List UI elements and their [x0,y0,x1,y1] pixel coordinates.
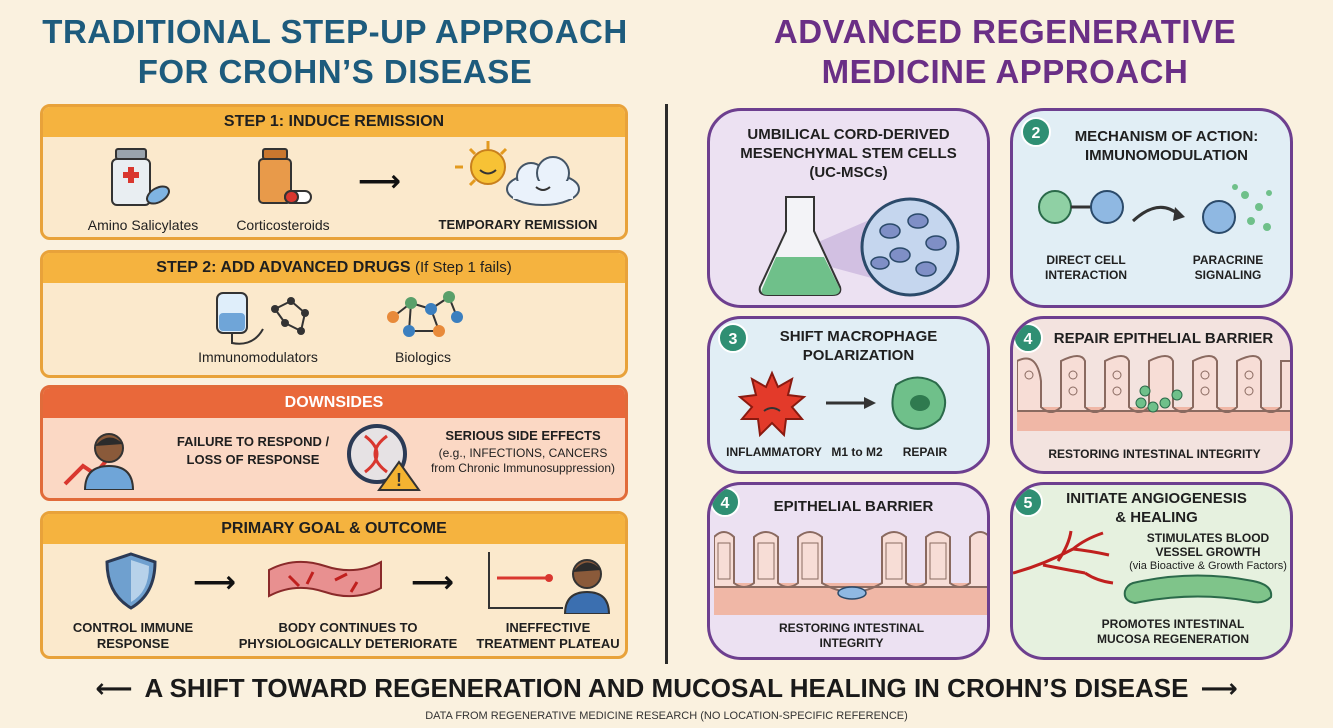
card-6-note-line: (via Bioactive & Growth Factors) [1129,560,1287,572]
card-1-title-line: MESENCHYMAL STEM CELLS [740,145,957,162]
downside-1-line2: LOSS OF RESPONSE [186,452,320,467]
footnote: DATA FROM REGENERATIVE MEDICINE RESEARCH… [425,710,908,722]
step1-item-1: Amino Salicylates [87,217,199,233]
center-divider [665,104,668,664]
sun-cloud-icon [455,141,580,206]
goal-item-3-line2: TREATMENT PLATEAU [476,636,620,651]
medicine-bottle-icon [258,148,312,204]
svg-text:!: ! [396,470,402,490]
goal-item-1-line1: CONTROL IMMUNE [72,620,194,635]
left-title-line: FOR CROHN’S DISEASE [137,53,533,90]
downsides-header: DOWNSIDES [43,388,625,418]
left-title: TRADITIONAL STEP-UP APPROACH FOR CROHN’S… [20,12,650,92]
card-6-caption-line: PROMOTES INTESTINAL [1101,617,1245,631]
card-3-title-line: POLARIZATION [802,347,915,364]
card-2-label-1: DIRECT CELL INTERACTION [1031,253,1141,283]
epithelial-villi-icon [1017,355,1290,431]
card-uc-mscs: UMBILICAL CORD-DERIVED MESENCHYMAL STEM … [707,108,990,308]
step-badge: 2 [1021,117,1051,147]
frustrated-person-icon [63,433,135,490]
goal-panel: PRIMARY GOAL & OUTCOME CONTROL IMMUNE RE… [40,511,628,659]
left-arrow-icon: ⟵ [95,673,133,703]
card-repair-barrier: 4 REPAIR EPITHELIAL BARRIER RESTORING IN… [1010,316,1293,474]
card-2-label-2-line: PARACRINE [1192,253,1264,267]
step1-arrow: ⟶ [358,165,402,198]
card-6-title-line: INITIATE ANGIOGENESIS [1066,490,1247,507]
card-6-caption-line: MUCOSA REGENERATION [1096,632,1249,646]
left-title-line: TRADITIONAL STEP-UP APPROACH [42,13,628,50]
damaged-intestine-icon [268,560,382,598]
downside-1-line1: FAILURE TO RESPOND / [176,434,330,449]
goal-item-2-line1: BODY CONTINUES TO [278,620,418,635]
step2-header: STEP 2: ADD ADVANCED DRUGS (If Step 1 fa… [43,253,625,283]
right-title-line: ADVANCED REGENERATIVE [773,13,1237,50]
dna-warning-icon: ! [347,424,421,491]
card-2-title-line: MECHANISM OF ACTION: [1074,128,1259,145]
step2-item-1: Immunomodulators [198,349,318,365]
blood-vessel-icon [1013,530,1273,605]
card-epithelial-barrier: 4 EPITHELIAL BARRIER RESTORING INTESTINA… [707,482,990,660]
card-1-title-line: UMBILICAL CORD-DERIVED [747,126,950,143]
step-badge: 4 [1013,323,1043,353]
step-badge: 3 [718,323,748,353]
epithelial-barrier-icon [714,531,987,615]
bottom-banner: ⟵ A SHIFT TOWARD REGENERATION AND MUCOSAL… [0,670,1333,706]
card-angiogenesis: 5 INITIATE ANGIOGENESIS & HEALING STIMUL… [1010,482,1293,660]
card-2-label-1-line: INTERACTION [1045,268,1127,282]
card-3-label-inflammatory: INFLAMMATORY [726,445,822,459]
card-2-label-1-line: DIRECT CELL [1046,253,1126,267]
right-arrow-icon: ⟶ [1200,673,1238,703]
step-badge: 5 [1013,487,1043,517]
shield-icon [105,552,157,610]
immunomodulation-icon [1038,184,1272,234]
card-2-label-2-line: SIGNALING [1194,268,1262,282]
step2-panel: STEP 2: ADD ADVANCED DRUGS (If Step 1 fa… [40,250,628,378]
goal-arrow-2: ⟶ [411,566,455,599]
step2-header-title: STEP 2: ADD ADVANCED DRUGS [156,259,411,276]
card-4-caption: RESTORING INTESTINAL INTEGRITY [1048,447,1261,461]
card-5-caption-line: RESTORING INTESTINAL [778,621,925,635]
card-6-note-line: STIMULATES BLOOD [1146,531,1270,545]
card-2-label-2: PARACRINE SIGNALING [1173,253,1283,283]
card-4-title: REPAIR EPITHELIAL BARRIER [1053,330,1274,347]
macrophage-polarization-icon [737,370,947,438]
card-5-caption-line: INTEGRITY [819,636,884,650]
downside-2-line1: SERIOUS SIDE EFFECTS [445,428,601,443]
downside-2-line3: from Chronic Immunosuppression) [430,461,616,475]
step1-result: TEMPORARY REMISSION [438,217,598,232]
card-2-title-line: IMMUNOMODULATION [1084,147,1249,164]
iv-bag-icon [216,292,309,345]
step1-panel: STEP 1: INDUCE REMISSION Amino Salicylat… [40,104,628,240]
card-5-title: EPITHELIAL BARRIER [773,498,934,515]
card-mechanism: 2 MECHANISM OF ACTION: IMMUNOMODULATION … [1010,108,1293,308]
card-3-title-line: SHIFT MACROPHAGE [779,328,938,345]
card-3-label-m1-m2: M1 to M2 [831,445,883,459]
card-3-label-repair: REPAIR [902,445,948,459]
flask-cells-icon [758,196,960,297]
card-6-caption: PROMOTES INTESTINAL MUCOSA REGENERATION [1053,617,1290,647]
goal-arrow-1: ⟶ [193,566,237,599]
step-badge: 4 [710,487,740,517]
step1-item-2: Corticosteroids [236,217,330,233]
right-title: ADVANCED REGENERATIVE MEDICINE APPROACH [690,12,1320,92]
banner-text: A SHIFT TOWARD REGENERATION AND MUCOSAL … [144,673,1189,703]
pill-bottle-icon [111,148,170,206]
step1-header: STEP 1: INDUCE REMISSION [43,107,625,137]
step2-header-sub: (If Step 1 fails) [415,259,512,276]
molecule-icon [387,291,463,337]
card-1-title-line: (UC-MSCs) [809,164,888,181]
card-6-title-line: & HEALING [1115,509,1198,526]
downside-2-line2: (e.g., INFECTIONS, CANCERS [438,446,608,460]
right-title-line: MEDICINE APPROACH [821,53,1189,90]
downsides-panel: DOWNSIDES FAILURE TO RESPOND / LOSS OF R… [40,385,628,501]
goal-header: PRIMARY GOAL & OUTCOME [43,514,625,544]
card-macrophage: 3 SHIFT MACROPHAGE POLARIZATION INFLAMMA… [707,316,990,474]
plateau-chart-icon [488,552,611,614]
goal-item-1-line2: RESPONSE [96,636,170,651]
goal-item-3-line1: INEFFECTIVE [505,620,591,635]
card-5-caption: RESTORING INTESTINAL INTEGRITY [710,621,987,651]
card-6-note-line: VESSEL GROWTH [1155,545,1261,559]
step2-item-2: Biologics [394,349,452,365]
goal-item-2-line2: PHYSIOLOGICALLY DETERIORATE [238,636,458,651]
